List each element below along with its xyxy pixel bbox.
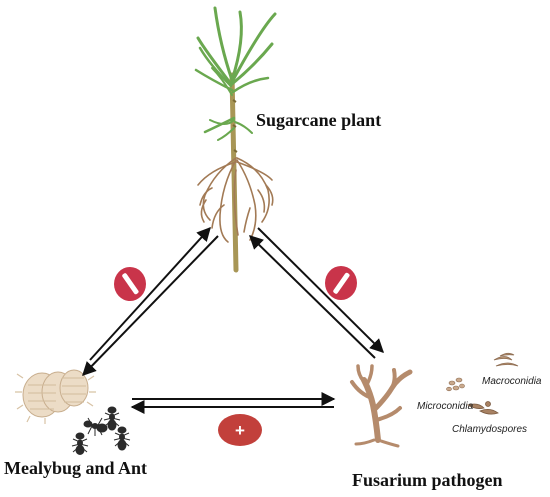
negative-badge-right	[325, 266, 357, 300]
arrow-sugarcane-to-fusarium	[257, 227, 384, 353]
label-macroconidia: Macroconidia	[482, 376, 542, 387]
arrow-fusarium-to-sugarcane	[248, 235, 376, 359]
sugarcane-plant-illustration	[194, 6, 277, 273]
label-chlamydospores: Chlamydospores	[452, 424, 527, 435]
label-sugarcane-plant: Sugarcane plant	[256, 110, 381, 130]
negative-badge-left	[114, 267, 146, 301]
positive-symbol: +	[235, 421, 245, 440]
label-fusarium-pathogen: Fusarium pathogen	[352, 470, 503, 490]
fusarium-illustration	[350, 352, 519, 448]
positive-badge: +	[218, 414, 262, 446]
mealybug-ant-illustration	[15, 369, 131, 455]
arrow-mealybug-to-sugarcane	[89, 226, 211, 361]
arrow-sugarcane-to-mealybug	[82, 235, 219, 377]
label-microconidia: Microconidia	[417, 401, 474, 412]
arrows	[82, 226, 384, 414]
label-mealybug-and-ant: Mealybug and Ant	[4, 458, 147, 478]
